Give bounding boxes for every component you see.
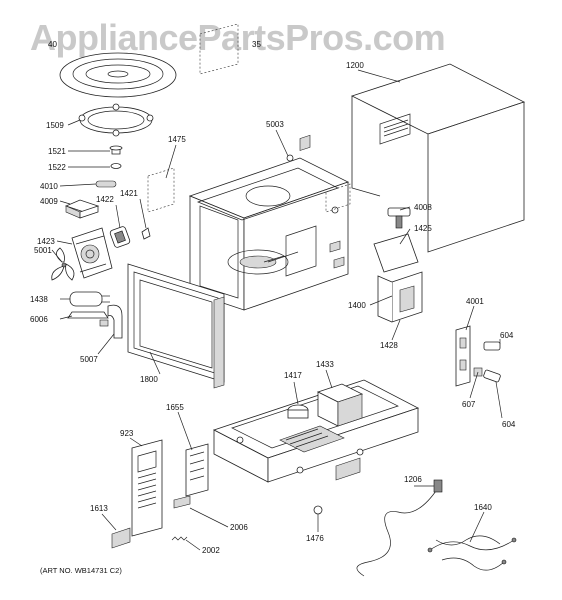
label-1521: 1521: [48, 147, 66, 156]
roller-ring: [78, 103, 154, 137]
label-1613: 1613: [90, 504, 108, 513]
motor-screw: [141, 227, 151, 240]
door-release-latch: [111, 527, 131, 549]
label-1509: 1509: [46, 121, 64, 130]
label-1206: 1206: [404, 475, 422, 484]
lever-spring: [171, 536, 188, 541]
label-1422: 1422: [96, 195, 114, 204]
label-1438: 1438: [30, 295, 48, 304]
magnetron: [287, 404, 309, 419]
label-923: 923: [120, 429, 134, 438]
label-1655: 1655: [166, 403, 184, 412]
label-1522: 1522: [48, 163, 66, 172]
label-1428: 1428: [380, 341, 398, 350]
label-4010: 4010: [40, 182, 58, 191]
hv-transformer: [316, 383, 364, 427]
label-5007: 5007: [80, 355, 98, 364]
turntable-tray: [59, 52, 177, 98]
watermark-text: AppliancePartsPros.com: [30, 17, 445, 58]
label-35: 35: [252, 40, 261, 49]
fan-blade: [51, 247, 75, 281]
label-6006: 6006: [30, 315, 48, 324]
door-assembly: [127, 263, 225, 389]
label-1423: 1423: [37, 237, 55, 246]
label-1417: 1417: [284, 371, 302, 380]
label-1425: 1425: [414, 224, 432, 233]
label-5003: 5003: [266, 120, 284, 129]
fan-motor-housing: [71, 227, 113, 279]
turntable-motor: [109, 226, 131, 248]
outer-case: [325, 63, 526, 253]
rubber-foot: [313, 505, 323, 515]
power-cord: [356, 479, 443, 577]
leader-lines: [51, 69, 503, 551]
control-panel: [131, 439, 163, 537]
door-switch-assembly: [455, 325, 471, 387]
label-1640: 1640: [474, 503, 492, 512]
label-4009: 4009: [40, 197, 58, 206]
fan-bracket: [107, 304, 123, 339]
label-1476: 1476: [306, 534, 324, 543]
door-lever: [173, 495, 191, 509]
thermal-pin: [95, 180, 117, 188]
label-4001: 4001: [466, 297, 484, 306]
label-1421: 1421: [120, 189, 138, 198]
oven-cavity: [188, 134, 350, 311]
capacitor: [69, 291, 110, 307]
switch-block: [64, 199, 100, 219]
hv-capacitor: [373, 233, 419, 273]
label-1433: 1433: [316, 360, 334, 369]
thermostat: [387, 207, 411, 229]
coupler: [109, 145, 123, 155]
label-1200: 1200: [346, 61, 364, 70]
label-5001: 5001: [34, 246, 52, 255]
side-panel-cover: [147, 167, 175, 213]
label-1475: 1475: [168, 135, 186, 144]
label-40: 40: [48, 40, 57, 49]
wire-harness: [427, 535, 517, 571]
label-607: 607: [462, 400, 476, 409]
interlock-switch-lower: [483, 369, 501, 383]
interlock-switch-upper: [483, 341, 501, 351]
hv-diode-bracket: [377, 271, 423, 323]
part-labels: 40 1509 1521 1522 4010 4009 1422 1421 14…: [30, 40, 516, 555]
base-plate: [212, 379, 420, 483]
label-1400: 1400: [348, 301, 366, 310]
label-1800: 1800: [140, 375, 158, 384]
control-board: [185, 443, 209, 497]
label-604-lower: 604: [502, 420, 516, 429]
capacitor-bracket: [67, 311, 109, 327]
label-2002: 2002: [202, 546, 220, 555]
label-604-upper: 604: [500, 331, 514, 340]
label-2006: 2006: [230, 523, 248, 532]
label-4008: 4008: [414, 203, 432, 212]
art-number: (ART NO. WB14731 C2): [40, 566, 122, 575]
washer: [110, 163, 122, 169]
